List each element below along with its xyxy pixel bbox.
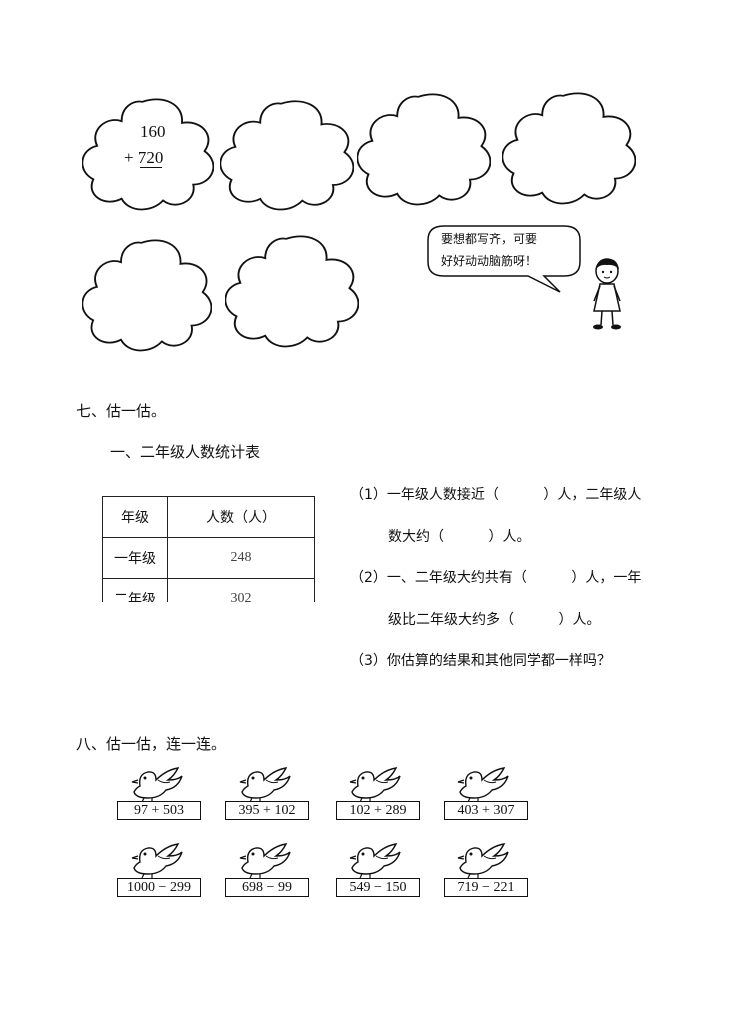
expression-box[interactable]: 1000 − 299 [117, 878, 201, 897]
stats-table-clip: 年级 人数（人） 一年级 248 二年级 302 [102, 496, 317, 602]
question-1-line-1: （1）一年级人数接近（ ）人，二年级人 [350, 487, 642, 503]
sum-underline [140, 167, 162, 168]
expression-box[interactable]: 403 + 307 [444, 801, 528, 820]
flower-6 [225, 230, 359, 348]
flower-second-addend: + 720 [124, 148, 164, 167]
bird-icon [456, 842, 510, 880]
stats-table: 年级 人数（人） 一年级 248 二年级 302 [102, 496, 315, 602]
flower-5 [82, 234, 212, 352]
bird-icon [130, 766, 184, 804]
row-count: 302 [167, 578, 315, 602]
bird-icon [238, 842, 292, 880]
table-header-row: 年级 人数（人） [102, 496, 315, 538]
flower-first-addend: 160 [140, 122, 166, 141]
expression-box[interactable]: 549 − 150 [336, 878, 420, 897]
flower-2 [220, 95, 354, 211]
question-2-line-2: 级比二年级大约多（ ）人。 [388, 612, 601, 628]
expression-box[interactable]: 395 + 102 [225, 801, 309, 820]
row-grade: 一年级 [102, 537, 168, 579]
table-row: 一年级 248 [102, 537, 315, 579]
table-caption: 一、二年级人数统计表 [110, 443, 261, 461]
bird-icon [130, 842, 184, 880]
question-3: （3）你估算的结果和其他同学都一样吗？ [350, 653, 611, 669]
header-count: 人数（人） [167, 496, 315, 538]
row-grade: 二年级 [102, 578, 168, 602]
expression-box[interactable]: 102 + 289 [336, 801, 420, 820]
question-2-line-1: （2）一、二年级大约共有（ ）人，一年 [350, 570, 642, 586]
question-1-line-2: 数大约（ ）人。 [388, 529, 531, 545]
bird-icon [348, 766, 402, 804]
expression-box[interactable]: 719 − 221 [444, 878, 528, 897]
expression-box[interactable]: 97 + 503 [117, 801, 201, 820]
bird-icon [238, 766, 292, 804]
speech-line-2: 好好动动脑筋呀！ [441, 254, 538, 268]
speech-line-1: 要想都写齐，可要 [441, 232, 538, 246]
header-grade: 年级 [102, 496, 168, 538]
bird-icon [348, 842, 402, 880]
row-count: 248 [167, 537, 315, 579]
section-7-title: 七、估一估。 [76, 402, 167, 420]
expression-box[interactable]: 698 − 99 [225, 878, 309, 897]
flower-3 [357, 88, 491, 206]
flower-4 [502, 87, 636, 205]
bird-icon [456, 766, 510, 804]
table-row: 二年级 302 [102, 578, 315, 602]
section-8-title: 八、估一估，连一连。 [76, 735, 227, 753]
speech-bubble [424, 222, 584, 296]
girl-illustration [586, 255, 628, 333]
